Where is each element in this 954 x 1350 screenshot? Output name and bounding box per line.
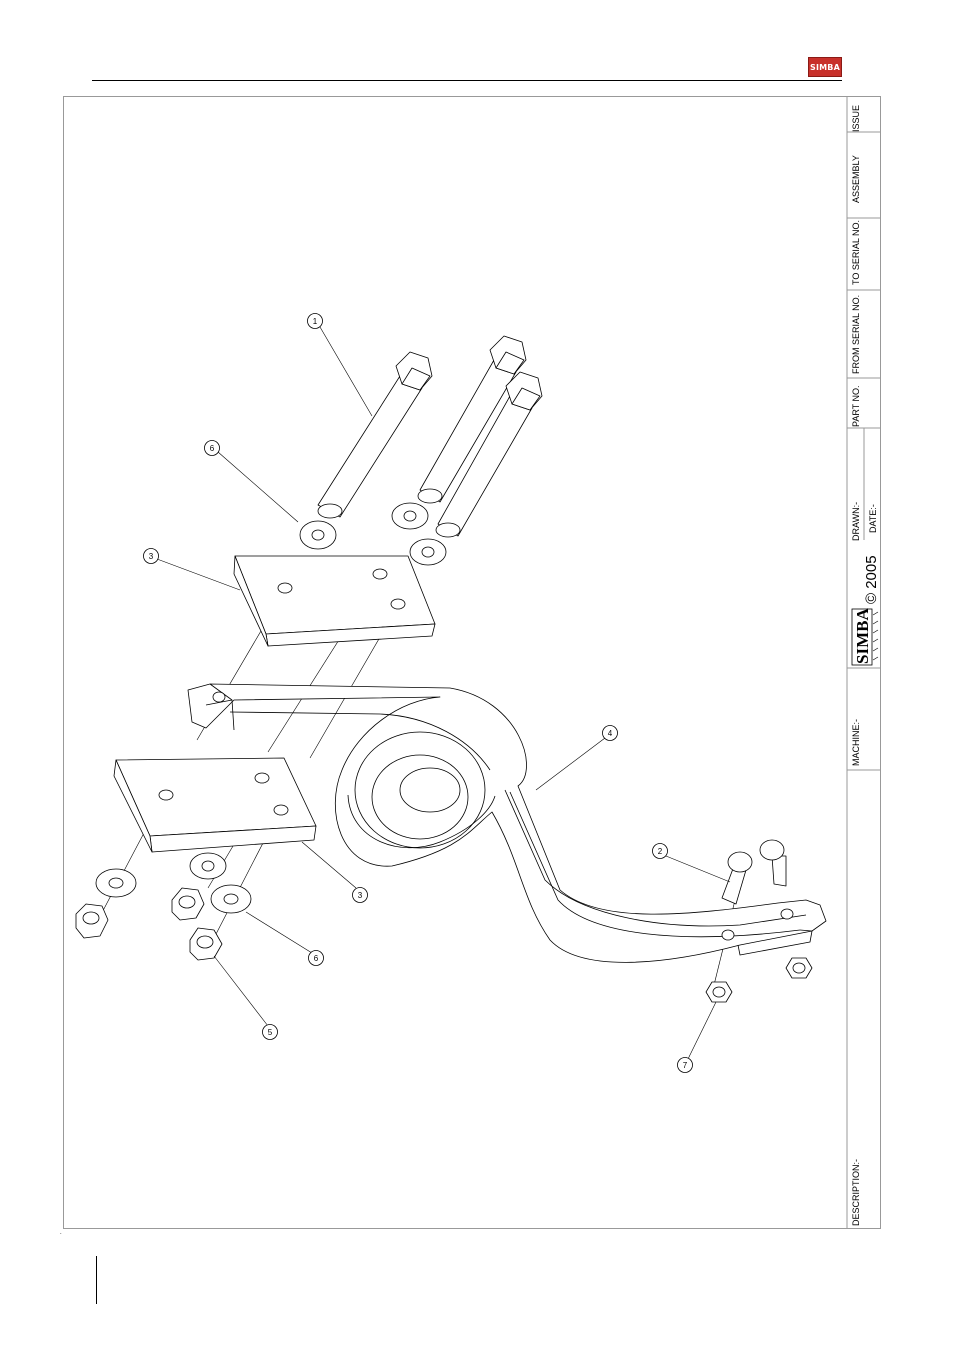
balloon-5-label: 5 (268, 1028, 273, 1037)
drawn-label: DRAWN:- (851, 502, 861, 541)
assembly-label: ASSEMBLY (851, 155, 861, 203)
washer-rear-2 (392, 503, 428, 529)
washer-front-2 (190, 853, 226, 879)
balloon-3-rear-label: 3 (149, 552, 154, 561)
nut-front-3 (190, 928, 222, 960)
balloon-6-rear-label: 6 (210, 444, 215, 453)
clamp-plate-front (114, 758, 316, 852)
date-label: DATE:- (868, 504, 878, 533)
nyloc-nut-1 (706, 982, 732, 1002)
carriage-bolt-1 (722, 852, 752, 904)
part-no-label: PART NO. (851, 385, 861, 427)
description-label: DESCRIPTION:- (851, 1159, 861, 1226)
from-serial-label: FROM SERIAL NO. (851, 295, 861, 374)
balloon-4: 4 (603, 726, 618, 741)
balloon-3-rear: 3 (144, 549, 159, 564)
washer-front-1 (96, 869, 136, 897)
to-serial-label: TO SERIAL NO. (851, 220, 861, 285)
washer-rear-3 (410, 539, 446, 565)
carriage-bolt-2 (760, 840, 786, 886)
simba-brand-logo: SIMBA (852, 608, 878, 665)
copyright-text: © 2005 (863, 555, 880, 604)
issue-label: ISSUE (851, 105, 861, 132)
balloon-3-front: 3 (353, 888, 368, 903)
balloon-4-label: 4 (608, 729, 613, 738)
balloon-2: 2 (653, 844, 668, 859)
balloon-6-front: 6 (309, 951, 324, 966)
brand-text: SIMBA (853, 608, 872, 664)
balloon-2-label: 2 (658, 847, 663, 856)
balloon-1: 1 (308, 314, 323, 329)
balloon-6-front-label: 6 (314, 954, 319, 963)
nut-front-2 (172, 888, 204, 920)
balloon-5: 5 (263, 1025, 278, 1040)
balloon-3-front-label: 3 (358, 891, 363, 900)
balloon-6-rear: 6 (205, 441, 220, 456)
balloon-1-label: 1 (313, 317, 318, 326)
machine-label: MACHINE:- (851, 719, 861, 766)
bolt-1 (318, 352, 432, 518)
nyloc-nut-2 (786, 958, 812, 978)
clamp-plate-rear (234, 556, 435, 646)
washer-rear-1 (300, 521, 336, 549)
balloon-7-label: 7 (683, 1061, 688, 1070)
balloon-7: 7 (678, 1058, 693, 1073)
washer-front-3 (211, 885, 251, 913)
nut-front-1 (76, 904, 108, 938)
